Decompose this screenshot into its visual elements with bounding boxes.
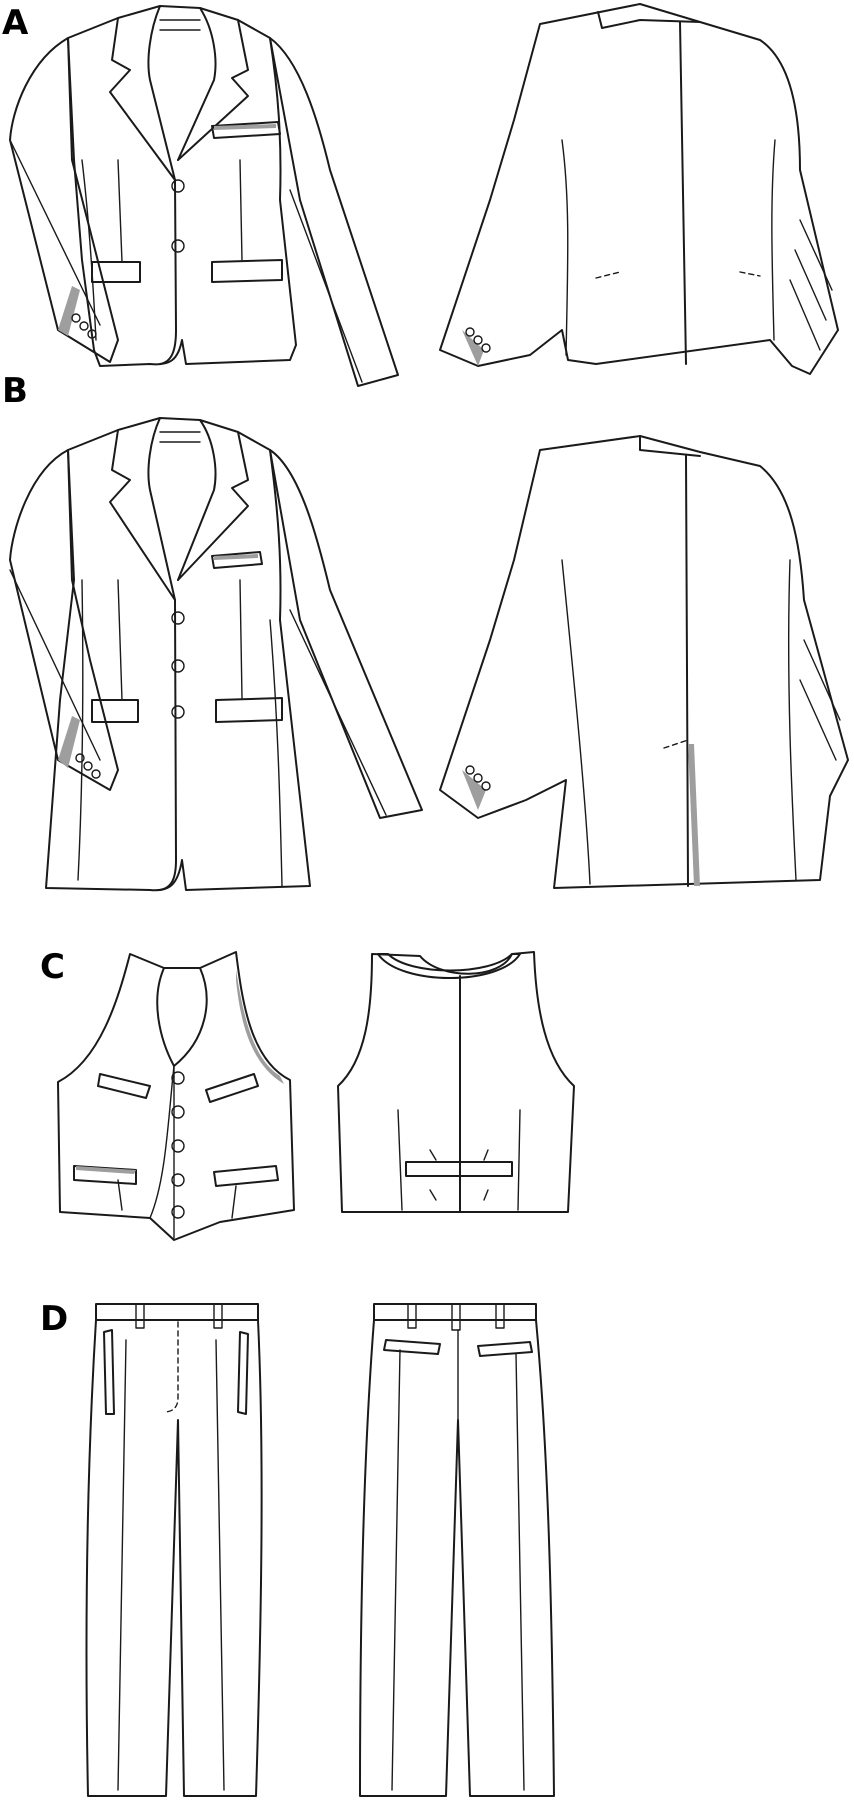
view-label-c: C <box>40 947 65 987</box>
trousers-back-icon <box>359 1303 555 1797</box>
vest-back-icon <box>337 951 575 1213</box>
view-label-d: D <box>40 1299 69 1339</box>
view-label-b: B <box>2 371 28 411</box>
long-jacket-back-icon <box>439 435 849 889</box>
trousers-front-icon <box>85 1303 263 1797</box>
vest-front-icon <box>57 951 295 1241</box>
jacket-back-icon <box>439 3 839 375</box>
view-label-a: A <box>2 3 29 43</box>
long-jacket-front-icon <box>9 417 423 892</box>
jacket-front-icon <box>9 5 399 387</box>
